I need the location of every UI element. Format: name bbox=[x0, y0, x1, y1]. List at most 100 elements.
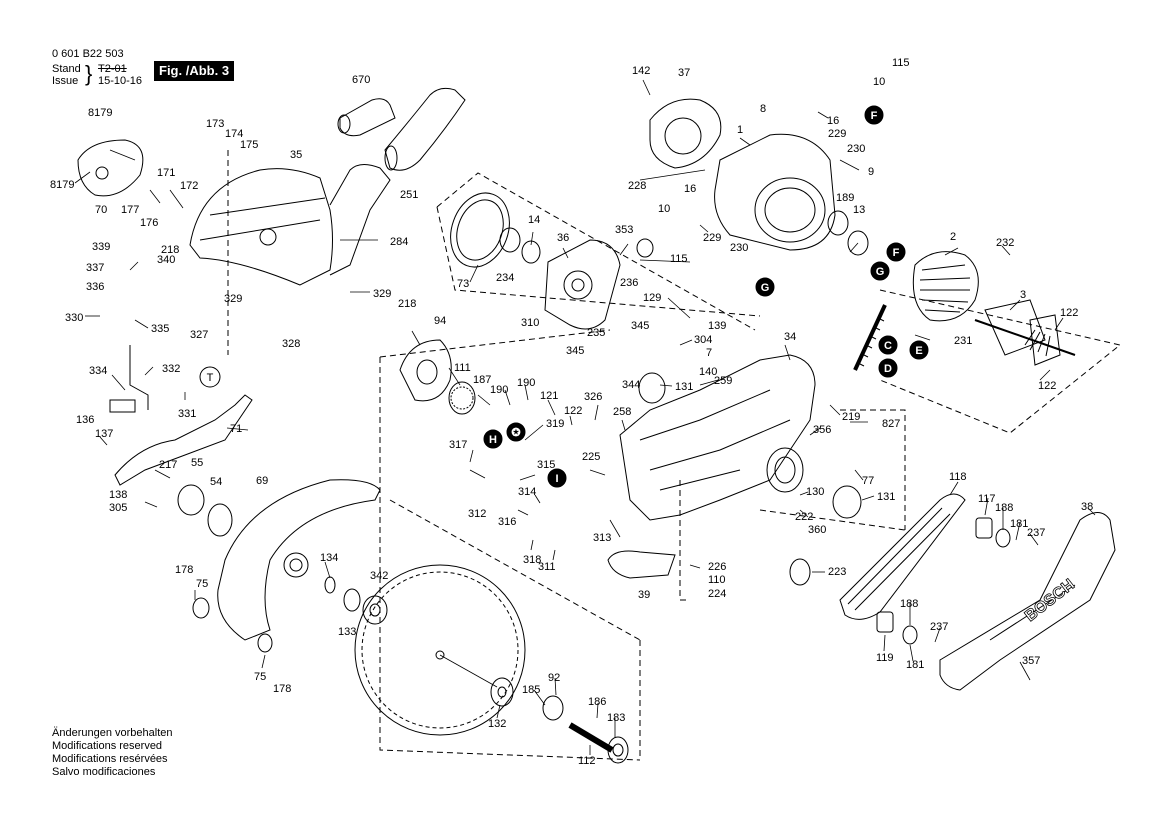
armature-3 bbox=[974, 299, 1076, 366]
part-label-335: 335 bbox=[151, 323, 169, 335]
part-label-183: 183 bbox=[607, 712, 625, 724]
badge-circle bbox=[483, 429, 503, 449]
part-label-318: 318 bbox=[523, 554, 541, 566]
part-label-230: 230 bbox=[847, 143, 865, 155]
part-label-232: 232 bbox=[996, 237, 1014, 249]
part-label-136: 136 bbox=[76, 414, 94, 426]
part-label-336: 336 bbox=[86, 281, 104, 293]
part-label-172: 172 bbox=[180, 180, 198, 192]
part-label-8: 8 bbox=[760, 103, 766, 115]
part-label-132: 132 bbox=[488, 718, 506, 730]
part-label-73: 73 bbox=[457, 278, 469, 290]
badge-letter: I bbox=[555, 473, 558, 485]
part-label-217: 217 bbox=[159, 459, 177, 471]
stand-label: Stand bbox=[52, 63, 81, 75]
part-label-332: 332 bbox=[162, 363, 180, 375]
part-label-75: 75 bbox=[254, 671, 266, 683]
part-label-340: 340 bbox=[157, 254, 175, 266]
part-label-122: 122 bbox=[1060, 307, 1078, 319]
part-label-357: 357 bbox=[1022, 655, 1040, 667]
part-label-237: 237 bbox=[1027, 527, 1045, 539]
part-label-331: 331 bbox=[178, 408, 196, 420]
note-fr: Modifications resérvées bbox=[52, 753, 168, 765]
connector-badge-bT: T bbox=[199, 366, 221, 388]
part-label-326: 326 bbox=[584, 391, 602, 403]
part-label-218: 218 bbox=[161, 244, 179, 256]
part-label-117: 117 bbox=[978, 493, 996, 505]
part-label-69: 69 bbox=[256, 475, 268, 487]
part-label-190: 190 bbox=[517, 377, 535, 389]
badge-circle bbox=[909, 340, 929, 360]
part-label-235: 235 bbox=[587, 327, 605, 339]
gear-111 bbox=[450, 386, 474, 410]
part-label-178: 178 bbox=[273, 683, 291, 695]
part-label-827: 827 bbox=[882, 418, 900, 430]
note-es: Salvo modificaciones bbox=[52, 766, 156, 778]
main-gear-housing-34 bbox=[619, 354, 816, 521]
part-label-71: 71 bbox=[230, 423, 242, 435]
part-label-37: 37 bbox=[678, 67, 690, 79]
part-label-173: 173 bbox=[206, 118, 224, 130]
part-label-188: 188 bbox=[900, 598, 918, 610]
part-label-181: 181 bbox=[1010, 518, 1028, 530]
badge-circle bbox=[506, 422, 526, 442]
part-label-8179: 8179 bbox=[88, 107, 112, 119]
connector-badge-bStar: ✪ bbox=[506, 422, 526, 442]
part-label-284: 284 bbox=[390, 236, 408, 248]
part-label-329: 329 bbox=[373, 288, 391, 300]
part-label-345: 345 bbox=[566, 345, 584, 357]
badge-letter: C bbox=[884, 340, 892, 352]
part-label-317: 317 bbox=[449, 439, 467, 451]
part-label-8179: 8179 bbox=[50, 179, 74, 191]
badge-circle bbox=[878, 358, 898, 378]
part-label-139: 139 bbox=[708, 320, 726, 332]
part-label-230: 230 bbox=[730, 242, 748, 254]
part-label-237: 237 bbox=[930, 621, 948, 633]
cover-plate-94 bbox=[399, 339, 452, 402]
part-label-224: 224 bbox=[708, 588, 726, 600]
connector-badge-bH: H bbox=[483, 429, 503, 449]
brace-mark: } bbox=[85, 61, 93, 86]
part-label-9: 9 bbox=[868, 166, 874, 178]
field-coil-2 bbox=[912, 251, 979, 322]
part-label-313: 313 bbox=[593, 532, 611, 544]
flanges-washers bbox=[177, 210, 1011, 764]
stand-value: T2-01 bbox=[98, 63, 127, 75]
part-label-353: 353 bbox=[615, 224, 633, 236]
part-label-13: 13 bbox=[853, 204, 865, 216]
part-label-339: 339 bbox=[92, 241, 110, 253]
part-label-39: 39 bbox=[638, 589, 650, 601]
part-label-189: 189 bbox=[836, 192, 854, 204]
part-label-337: 337 bbox=[86, 262, 104, 274]
saw-blade bbox=[354, 564, 526, 736]
badge-letter: F bbox=[871, 110, 878, 122]
part-label-94: 94 bbox=[434, 315, 446, 327]
part-label-312: 312 bbox=[468, 508, 486, 520]
part-label-311: 311 bbox=[538, 561, 556, 573]
part-label-345: 345 bbox=[631, 320, 649, 332]
part-label-310: 310 bbox=[521, 317, 539, 329]
part-label-251: 251 bbox=[400, 189, 418, 201]
upper-blade-guard bbox=[189, 164, 391, 286]
badge-letter: H bbox=[489, 434, 497, 446]
connector-badge-bE: E bbox=[909, 340, 929, 360]
part-label-138: 138 bbox=[109, 489, 127, 501]
part-label-14: 14 bbox=[528, 214, 540, 226]
part-label-118: 118 bbox=[949, 471, 967, 483]
part-label-218: 218 bbox=[398, 298, 416, 310]
part-label-77: 77 bbox=[862, 475, 874, 487]
part-label-316: 316 bbox=[498, 516, 516, 528]
part-label-122: 122 bbox=[564, 405, 582, 417]
part-label-16: 16 bbox=[827, 115, 839, 127]
badge-circle bbox=[886, 242, 906, 262]
part-label-7: 7 bbox=[706, 347, 712, 359]
part-label-122: 122 bbox=[1038, 380, 1056, 392]
connector-badge-bF2: F bbox=[886, 242, 906, 262]
part-label-121: 121 bbox=[540, 390, 558, 402]
part-label-181: 181 bbox=[906, 659, 924, 671]
part-label-222: 222 bbox=[795, 511, 813, 523]
part-label-130: 130 bbox=[806, 486, 824, 498]
